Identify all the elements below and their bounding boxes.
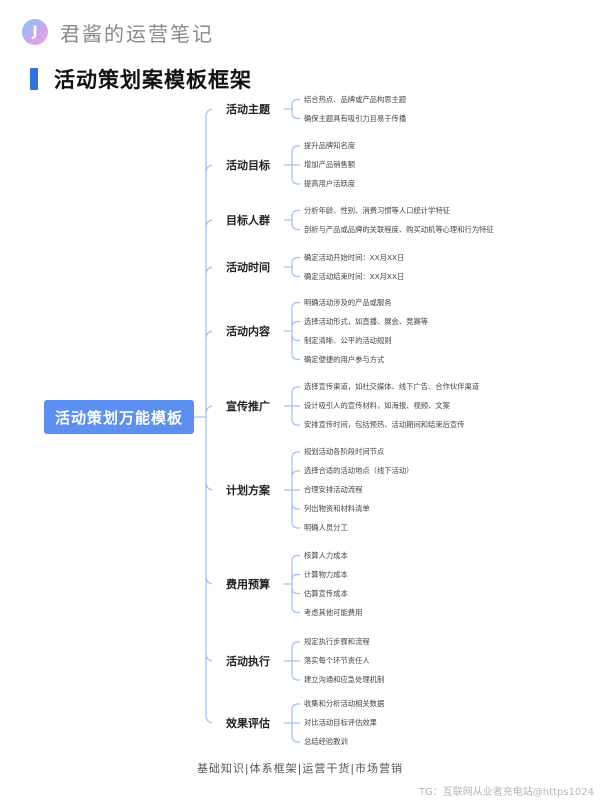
connector-leaf bbox=[291, 353, 300, 361]
connector-leaf bbox=[291, 386, 300, 394]
title-accent-bar bbox=[30, 68, 38, 90]
brand-name: 君酱的运营笔记 bbox=[60, 21, 214, 46]
leaf-item: 结合热点、品牌或产品构思主题 bbox=[304, 94, 407, 104]
connector-leaf bbox=[291, 554, 300, 562]
leaf-item: 选择合适的活动地点（线下活动） bbox=[304, 466, 414, 475]
leaf-item: 计算物力成本 bbox=[304, 569, 348, 579]
leaf-item: 选择宣传渠道，如社交媒体、线下广告、合作伙伴渠道 bbox=[304, 382, 480, 391]
mindmap-root: 活动策划万能模板 bbox=[44, 400, 194, 434]
leaf-item: 明确活动涉及的产品或服务 bbox=[304, 297, 392, 307]
leaf-item: 对比活动目标评估效果 bbox=[304, 718, 377, 727]
connector-leaf bbox=[291, 673, 300, 681]
leaf-item: 规定执行步骤和流程 bbox=[304, 637, 370, 646]
branch-node: 活动时间 bbox=[212, 257, 284, 277]
branch-node: 活动执行 bbox=[212, 651, 284, 671]
connector-leaf bbox=[291, 256, 300, 264]
leaf-item: 总结经验教训 bbox=[304, 737, 348, 746]
branch-node: 效果评估 bbox=[212, 713, 284, 733]
leaf-item: 选择活动形式，如直播、展会、竞赛等 bbox=[304, 316, 429, 326]
branch-node: 目标人群 bbox=[212, 210, 284, 230]
leaf-item: 确保主题具有吸引力且易于传播 bbox=[304, 113, 407, 123]
connector-leaf bbox=[291, 223, 300, 231]
leaf-item: 分析年龄、性别、消费习惯等人口统计学特征 bbox=[304, 205, 450, 215]
leaf-item: 安排宣传时间，包括预热、活动期间和结束后宣传 bbox=[304, 420, 465, 429]
leaf-item: 明确人员分工 bbox=[304, 523, 348, 532]
connector-leaf bbox=[291, 735, 300, 743]
connector-leaf bbox=[291, 573, 300, 581]
connector-leaf bbox=[291, 587, 300, 595]
connector-leaf bbox=[291, 145, 300, 153]
leaf-item: 估算宣传成本 bbox=[304, 588, 348, 598]
connector-leaf bbox=[291, 470, 300, 478]
connector-leaf bbox=[291, 418, 300, 426]
leaf-item: 规划活动各阶段时间节点 bbox=[304, 447, 385, 456]
brand-logo-icon: J bbox=[22, 19, 48, 45]
branch-node: 计划方案 bbox=[212, 480, 284, 500]
connector-leaf bbox=[291, 177, 300, 185]
connector-leaf bbox=[291, 334, 300, 342]
branch-node: 活动内容 bbox=[212, 321, 284, 341]
connector-leaf bbox=[291, 301, 300, 309]
branch-node: 活动目标 bbox=[212, 155, 284, 175]
connector-leaf bbox=[291, 502, 300, 510]
leaf-item: 合理安排活动流程 bbox=[304, 485, 363, 494]
leaf-item: 收集和分析活动相关数据 bbox=[304, 699, 385, 708]
leaf-item: 剖析与产品或品牌的关联程度、购买动机等心理和行为特征 bbox=[304, 224, 494, 234]
leaf-item: 确定便捷的用户参与方式 bbox=[304, 354, 385, 364]
leaf-item: 确定活动开始时间：XX月XX日 bbox=[304, 252, 405, 262]
leaf-item: 考虑其他可能费用 bbox=[304, 607, 363, 617]
connector-leaf bbox=[291, 320, 300, 328]
leaf-item: 落实每个环节责任人 bbox=[304, 656, 370, 665]
leaf-item: 制定清晰、公平的活动规则 bbox=[304, 335, 392, 345]
connector-leaf bbox=[291, 112, 300, 120]
branch-node: 宣传推广 bbox=[212, 396, 284, 416]
branch-node: 活动主题 bbox=[212, 99, 284, 119]
connector-leaf bbox=[291, 270, 300, 278]
connector-leaf bbox=[291, 521, 300, 529]
page-title: 活动策划案模板框架 bbox=[54, 68, 252, 92]
connector-leaf bbox=[291, 606, 300, 614]
leaf-item: 核算人力成本 bbox=[304, 550, 348, 560]
connector-leaf bbox=[291, 641, 300, 649]
leaf-item: 增加产品销售额 bbox=[304, 160, 356, 169]
leaf-item: 提升品牌知名度 bbox=[304, 141, 356, 150]
branch-node: 费用预算 bbox=[212, 574, 284, 594]
connector-leaf bbox=[291, 703, 300, 711]
watermark: TG：互联网从业者充电站@https1024 bbox=[418, 787, 594, 798]
title-row: 活动策划案模板框架 bbox=[30, 64, 252, 94]
leaf-item: 建立沟通和应急处理机制 bbox=[304, 675, 385, 684]
header: J 君酱的运营笔记 bbox=[22, 16, 214, 48]
connector-leaf bbox=[291, 451, 300, 459]
connector-leaf bbox=[291, 98, 300, 106]
footer-tags: 基础知识|体系框架|运营干货|市场营销 bbox=[196, 762, 404, 775]
leaf-item: 提高用户活跃度 bbox=[304, 179, 356, 188]
connector-leaf bbox=[291, 209, 300, 217]
leaf-item: 确定活动结束时间：XX月XX日 bbox=[304, 271, 405, 281]
leaf-item: 列出物资和材料清单 bbox=[304, 504, 370, 513]
leaf-item: 设计吸引人的宣传材料，如海报、视频、文案 bbox=[304, 401, 450, 410]
